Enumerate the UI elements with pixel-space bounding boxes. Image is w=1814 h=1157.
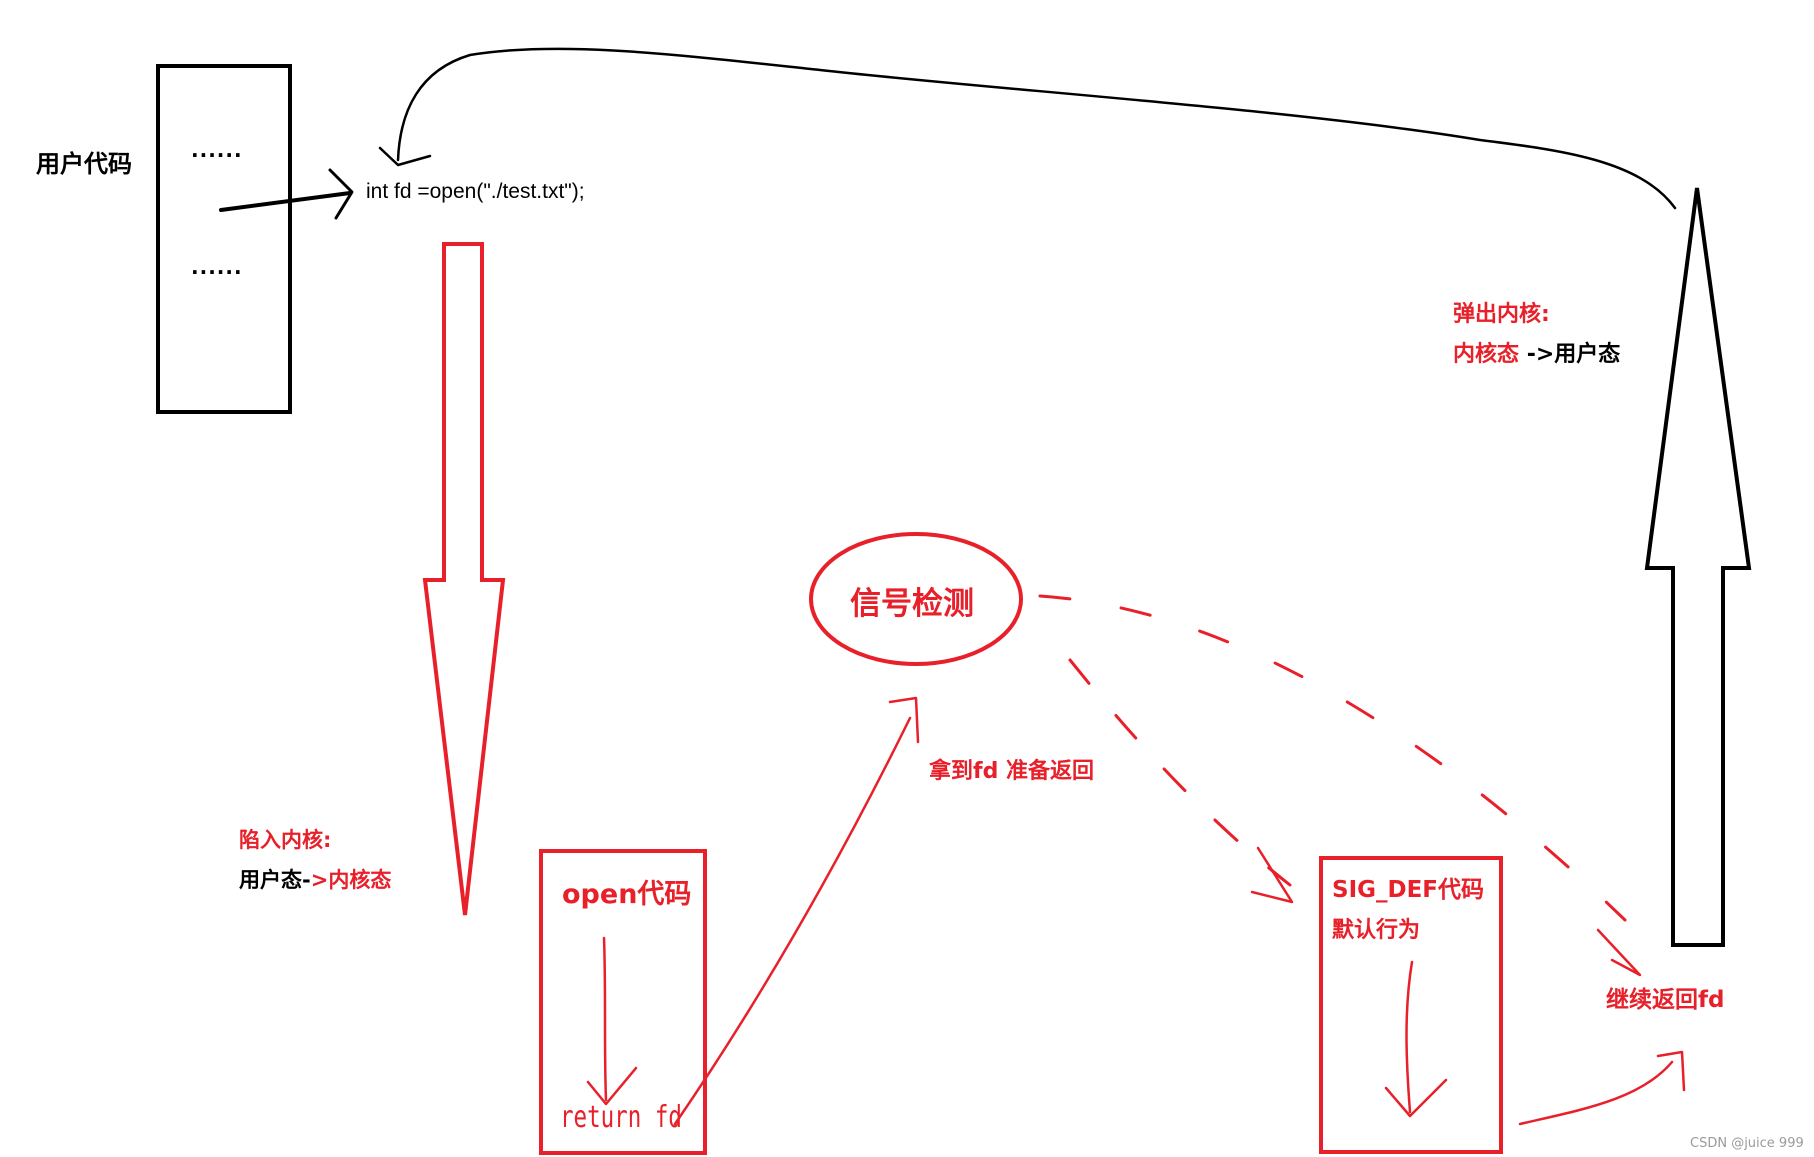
signal-check-label: 信号检测 xyxy=(850,586,974,622)
eject-transition: 内核态 ->用户态 xyxy=(1453,336,1620,368)
open-box-title: open代码 xyxy=(562,879,692,910)
return-curve-head xyxy=(378,146,432,167)
sigdef-title: SIG_DEF代码 xyxy=(1332,877,1485,903)
trap-down-arrow xyxy=(422,242,506,916)
to-eject-curve xyxy=(1518,1060,1674,1126)
to-eject-head xyxy=(1656,1050,1686,1092)
eject-arrow xyxy=(1519,342,1527,367)
return-curve xyxy=(396,47,1677,210)
open-inner-head xyxy=(586,1066,638,1106)
open-box-return: return fd xyxy=(560,1100,682,1135)
eject-title: 弹出内核: xyxy=(1453,302,1550,327)
open-code-box xyxy=(539,849,707,1155)
sigdef-code-box xyxy=(1319,856,1503,1154)
to-continue-head xyxy=(1596,928,1642,977)
signal-check-ellipse xyxy=(809,532,1023,666)
trap-title: 陷入内核: xyxy=(239,828,332,852)
to-sigdef-dashed xyxy=(1068,658,1292,887)
to-continue-dashed xyxy=(1038,594,1627,922)
trap-to: 内核态 xyxy=(328,868,392,892)
watermark: CSDN @juice 999 xyxy=(1690,1136,1804,1151)
pointer-arrow-head xyxy=(328,168,354,220)
dots-bottom: ...... xyxy=(191,255,243,279)
trap-from: 用户态 xyxy=(239,868,302,892)
sigdef-inner-head xyxy=(1384,1078,1448,1118)
to-sigdef-head xyxy=(1250,846,1294,904)
open-inner-line xyxy=(602,936,608,1102)
trap-arrow-rest: > xyxy=(310,868,329,892)
trap-arrow-dash: - xyxy=(302,868,311,892)
code-line: int fd =open("./test.txt"); xyxy=(366,180,585,203)
dots-top: ...... xyxy=(191,138,243,162)
to-signal-head xyxy=(888,696,920,744)
eject-to: 用户态 xyxy=(1554,342,1621,367)
trap-transition: 用户态->内核态 xyxy=(239,864,391,894)
prepare-return-label: 拿到fd 准备返回 xyxy=(929,759,1094,784)
eject-from: 内核态 xyxy=(1453,342,1520,367)
user-code-box xyxy=(156,64,292,414)
sigdef-inner-line xyxy=(1405,960,1414,1114)
sigdef-subtitle: 默认行为 xyxy=(1332,918,1421,943)
to-signal-curve xyxy=(673,716,912,1126)
user-code-label: 用户代码 xyxy=(36,150,132,178)
eject-up-arrow xyxy=(1644,187,1752,947)
continue-return-label: 继续返回fd xyxy=(1606,987,1725,1013)
pointer-arrow-line xyxy=(219,191,352,212)
eject-arrow-text: -> xyxy=(1526,342,1555,367)
